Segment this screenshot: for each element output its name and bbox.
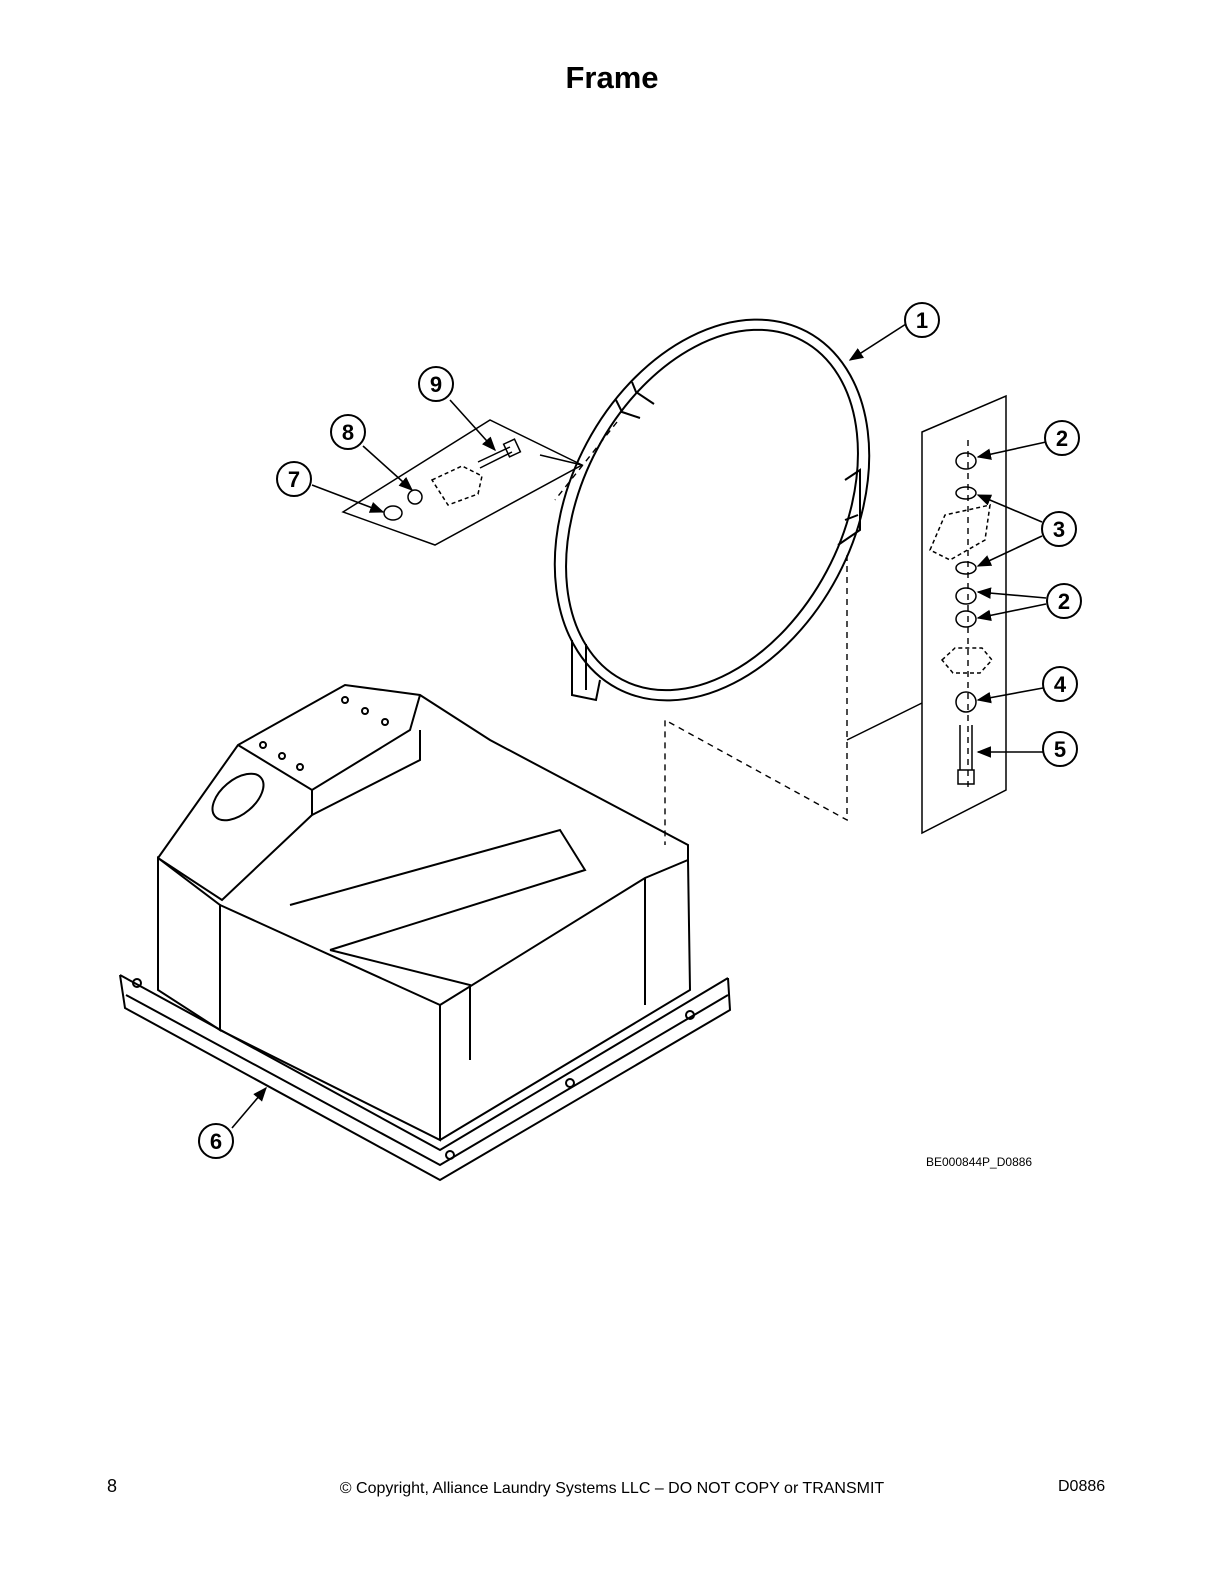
callout-leaders bbox=[231, 323, 1047, 1129]
callout-6-label: 6 bbox=[210, 1129, 222, 1154]
callout-3: 3 bbox=[1041, 511, 1077, 547]
inset-mounting-hardware bbox=[846, 394, 1007, 835]
inset-fastener-group bbox=[341, 419, 584, 546]
page-number: 8 bbox=[107, 1476, 118, 1496]
page-title: Frame bbox=[565, 60, 659, 95]
drawing-id: BE000844P_D0886 bbox=[926, 1155, 1033, 1169]
callout-8: 8 bbox=[330, 414, 366, 450]
callout-7-label: 7 bbox=[288, 467, 300, 492]
callout-2a-label: 2 bbox=[1056, 426, 1068, 451]
callout-2b-label: 2 bbox=[1058, 589, 1070, 614]
ring-bracket-part bbox=[553, 318, 871, 702]
callout-5-label: 5 bbox=[1054, 737, 1066, 762]
callout-4: 4 bbox=[1042, 666, 1078, 702]
callout-3-label: 3 bbox=[1053, 517, 1065, 542]
callout-1-label: 1 bbox=[916, 308, 928, 333]
copyright-notice: © Copyright, Alliance Laundry Systems LL… bbox=[339, 1480, 885, 1497]
callout-7: 7 bbox=[276, 461, 312, 497]
base-frame-part bbox=[119, 683, 732, 1182]
assembly-guide-lines bbox=[554, 421, 969, 845]
callout-2b: 2 bbox=[1046, 583, 1082, 619]
callout-8-label: 8 bbox=[342, 420, 354, 445]
callout-9: 9 bbox=[418, 366, 454, 402]
callout-6: 6 bbox=[198, 1123, 234, 1159]
callout-4-label: 4 bbox=[1054, 672, 1067, 697]
callout-5: 5 bbox=[1042, 731, 1078, 767]
callout-1: 1 bbox=[904, 302, 940, 338]
callout-2a: 2 bbox=[1044, 420, 1080, 456]
callout-9-label: 9 bbox=[430, 372, 442, 397]
document-code: D0886 bbox=[1058, 1478, 1106, 1495]
